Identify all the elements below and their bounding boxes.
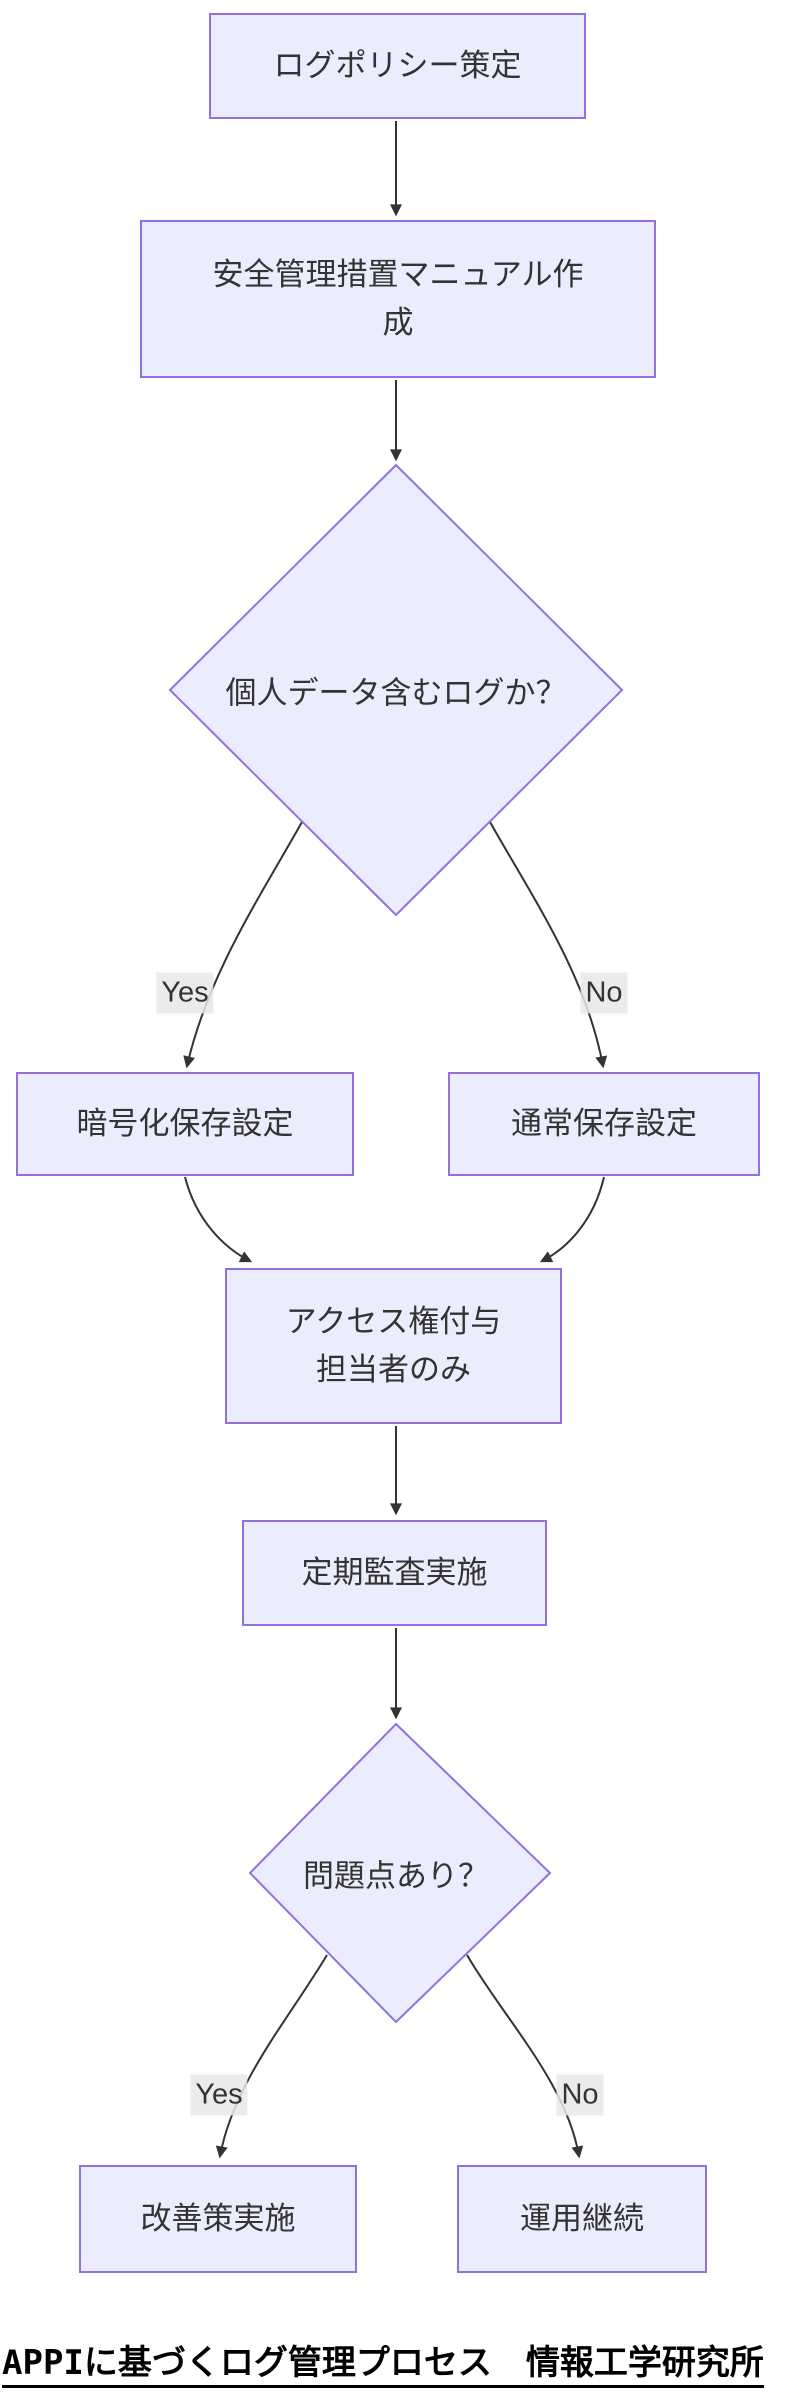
node-safety-manual-label-line1: 安全管理措置マニュアル作: [212, 257, 584, 292]
node-continue-operation-label: 運用継続: [520, 2201, 644, 2236]
node-normal-storage: 通常保存設定: [448, 1072, 760, 1176]
node-safety-manual: 安全管理措置マニュアル作 成: [140, 220, 656, 378]
node-periodic-audit-label: 定期監査実施: [301, 1555, 488, 1590]
node-log-policy: ログポリシー策定: [209, 13, 586, 119]
edge-no-problem-to-continue-operation: [466, 1954, 584, 2159]
node-encrypted-storage: 暗号化保存設定: [16, 1072, 354, 1176]
node-access-grant-label-line1: アクセス権付与: [285, 1304, 502, 1339]
diamond-personal-data-check-shape: [168, 463, 624, 917]
edge-encrypted-storage-to-access-grant: [184, 1176, 253, 1263]
node-improvement: 改善策実施: [79, 2165, 357, 2273]
edge-yes-problem-to-improvement: [215, 1954, 328, 2159]
node-log-policy-label: ログポリシー策定: [273, 48, 522, 83]
node-problem-check-label: 問題点あり？: [303, 1858, 489, 1894]
diamond-problem-check-shape: [248, 1722, 552, 2024]
node-continue-operation: 運用継続: [457, 2165, 707, 2273]
edge-label-no-1: No: [580, 972, 628, 1014]
node-normal-storage-label: 通常保存設定: [511, 1106, 697, 1141]
node-personal-data-check-label: 個人データ含むログか？: [225, 675, 567, 711]
edge-label-yes-1: Yes: [156, 972, 214, 1014]
edge-label-yes-2: Yes: [190, 2074, 248, 2116]
node-safety-manual-label-line2: 成: [382, 305, 414, 340]
diagram-caption: APPIに基づくログ管理プロセス 情報工学研究所: [2, 2344, 764, 2388]
edge-no-personal-data-to-normal-storage: [489, 821, 608, 1069]
node-improvement-label: 改善策実施: [140, 2201, 296, 2236]
node-access-grant: アクセス権付与 担当者のみ: [225, 1268, 562, 1424]
edge-yes-personal-data-to-encrypted-storage: [183, 821, 303, 1069]
node-encrypted-storage-label: 暗号化保存設定: [76, 1106, 294, 1141]
edge-normal-storage-to-access-grant: [539, 1176, 605, 1263]
node-periodic-audit: 定期監査実施: [242, 1520, 547, 1626]
node-access-grant-label-line2: 担当者のみ: [316, 1352, 471, 1387]
edge-label-no-2: No: [556, 2074, 604, 2116]
